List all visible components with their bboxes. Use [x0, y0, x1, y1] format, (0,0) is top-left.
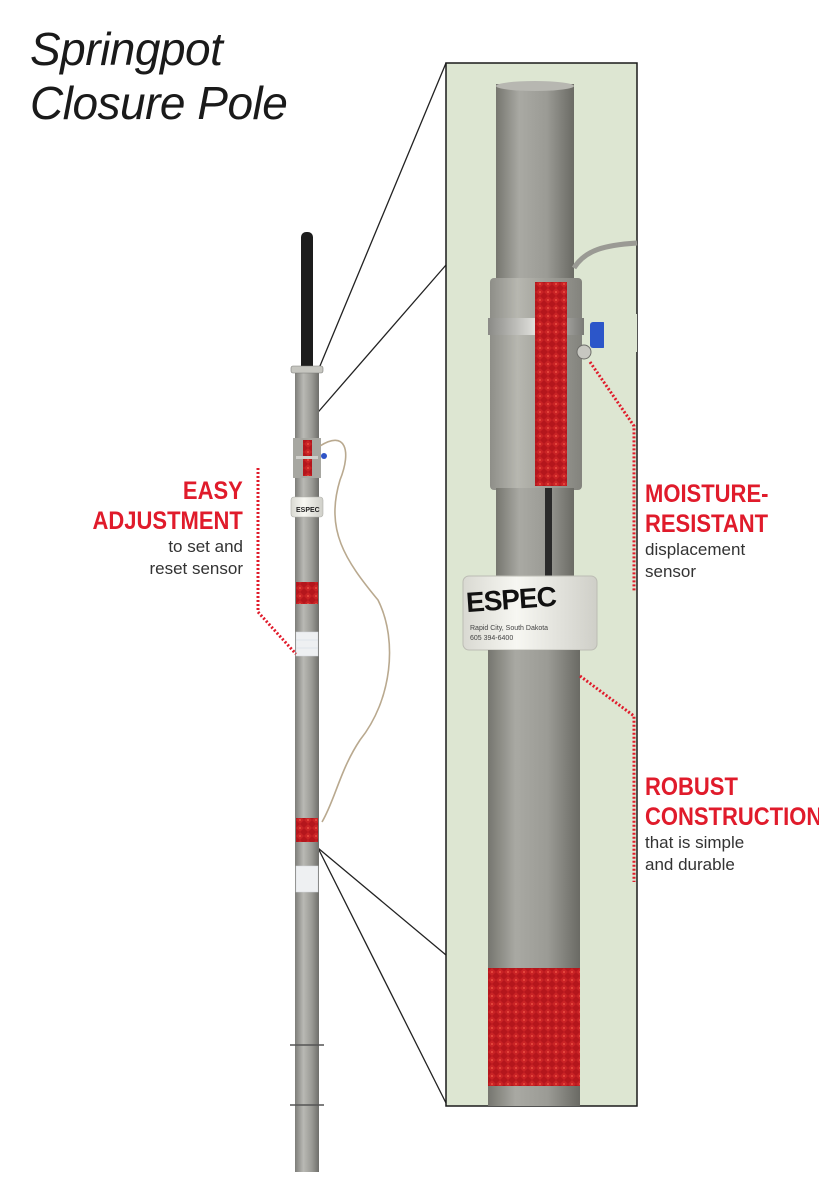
zoom-mid-pipe [496, 488, 574, 576]
zoom-cable [571, 240, 638, 270]
pole-white-reflector-upper [295, 631, 319, 657]
callout-moisture-text-2: sensor [645, 562, 697, 581]
pole-red-reflector-lower [296, 818, 318, 842]
zoom-upper-pipe [496, 84, 574, 284]
zoomed-pole: Rapid City, South Dakota 605 394-6400 [462, 81, 638, 1106]
zoom-adjust-bolt [576, 344, 592, 360]
zoom-lower-red-reflector [488, 968, 580, 1086]
callout-moisture-resistant: MOISTURE- RESISTANT displacement sensor [645, 479, 785, 583]
callout-easy-adjustment: EASY ADJUSTMENT to set and reset sensor [72, 476, 243, 580]
callout-easy-text-1: to set and [168, 537, 243, 556]
page-title: Springpot Closure Pole [30, 22, 288, 130]
zoom-blue-connector [590, 322, 606, 348]
callout-moisture-heading-2: RESISTANT [645, 510, 769, 538]
pole-red-reflector-upper [296, 582, 318, 604]
sensor-brand-label: ESPEC [464, 580, 557, 619]
zoom-connector-lines [299, 62, 447, 1104]
callout-easy-text-2: reset sensor [149, 559, 243, 578]
title-line-1: Springpot [30, 23, 223, 75]
leader-moisture-resistant [588, 361, 636, 592]
callout-robust-text-1: that is simple [645, 833, 745, 852]
callout-robust-heading-1: ROBUST [645, 773, 738, 801]
callout-moisture-text-1: displacement [645, 540, 746, 559]
pole-sensor-collar [290, 496, 324, 518]
callout-easy-heading-2: ADJUSTMENT [92, 507, 243, 535]
callout-easy-heading-1: EASY [183, 477, 243, 505]
pole-clamp [290, 365, 324, 374]
pole-sensor-cable [319, 439, 391, 823]
pole-body [295, 368, 319, 1172]
callout-robust-construction: ROBUST CONSTRUCTION that is simple and d… [645, 772, 819, 876]
svg-text:605 394-6400: 605 394-6400 [470, 635, 513, 642]
svg-text:Rapid City, South Dakota: Rapid City, South Dakota [470, 625, 548, 632]
leader-robust-construction [579, 674, 636, 882]
callout-robust-heading-2: CONSTRUCTION [645, 803, 819, 831]
title-line-2: Closure Pole [30, 77, 288, 129]
leader-easy-adjustment [256, 468, 298, 656]
callout-moisture-heading-1: MOISTURE- [645, 480, 769, 508]
full-pole: ESPEC [290, 232, 391, 1172]
callout-leaders [256, 361, 636, 882]
callout-robust-text-2: and durable [645, 855, 735, 874]
pole-white-reflector-lower [295, 865, 319, 893]
pole-black-tip [301, 232, 313, 372]
svg-text:ESPEC: ESPEC [296, 507, 320, 514]
zoom-red-reflector-strip [535, 282, 567, 486]
